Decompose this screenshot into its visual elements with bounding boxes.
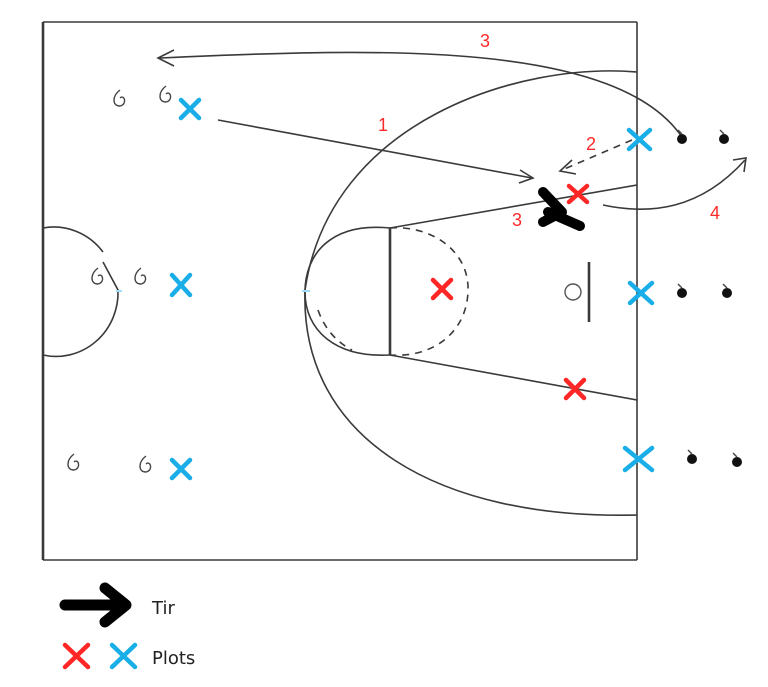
blue-player-bottom-left	[169, 457, 193, 481]
blue-player-mid-right	[627, 280, 655, 306]
label-move-2: 2	[586, 134, 596, 154]
shot-arrow	[538, 187, 585, 231]
footprints-bottom-left	[67, 453, 152, 473]
footprints-mid-right	[677, 283, 732, 298]
label-pass-1: 1	[378, 115, 388, 135]
free-throw-circle-dashed	[389, 227, 469, 357]
legend-shot-label: Tir	[151, 598, 175, 619]
legend: Tir Plots	[59, 582, 195, 670]
court-outline	[41, 21, 638, 561]
footprints-bottom-right	[687, 449, 742, 467]
blue-x-icon	[109, 642, 138, 670]
legend-players-label: Plots	[152, 648, 195, 669]
blue-player-top-right	[626, 127, 653, 152]
footprints-top-left	[113, 85, 172, 107]
footprints-mid-left	[91, 267, 147, 285]
center-circle-top	[42, 226, 104, 253]
blue-player-mid-left	[169, 272, 193, 298]
move-arrow-4	[602, 157, 747, 210]
blue-player-bottom-right	[622, 445, 655, 473]
blue-player-top-left	[178, 97, 202, 121]
label-move-4: 4	[710, 203, 720, 223]
pass-arrow-1	[217, 119, 535, 184]
red-player-bottom	[563, 377, 587, 401]
red-x-icon	[62, 642, 91, 670]
hoop	[564, 283, 582, 301]
center-circle-bottom	[42, 261, 119, 358]
move-arrow-2-dashed	[558, 139, 633, 175]
black-arrow-icon	[59, 582, 132, 628]
key-arc-dashed	[317, 309, 353, 351]
red-player-center	[430, 277, 454, 301]
footprints-top-right	[677, 129, 729, 144]
label-move-3-shot: 3	[512, 210, 522, 230]
move-arrow-3-top	[156, 49, 685, 141]
red-player-top	[566, 183, 590, 205]
free-throw-arc-outer	[304, 226, 391, 356]
label-move-3-top: 3	[480, 31, 490, 51]
